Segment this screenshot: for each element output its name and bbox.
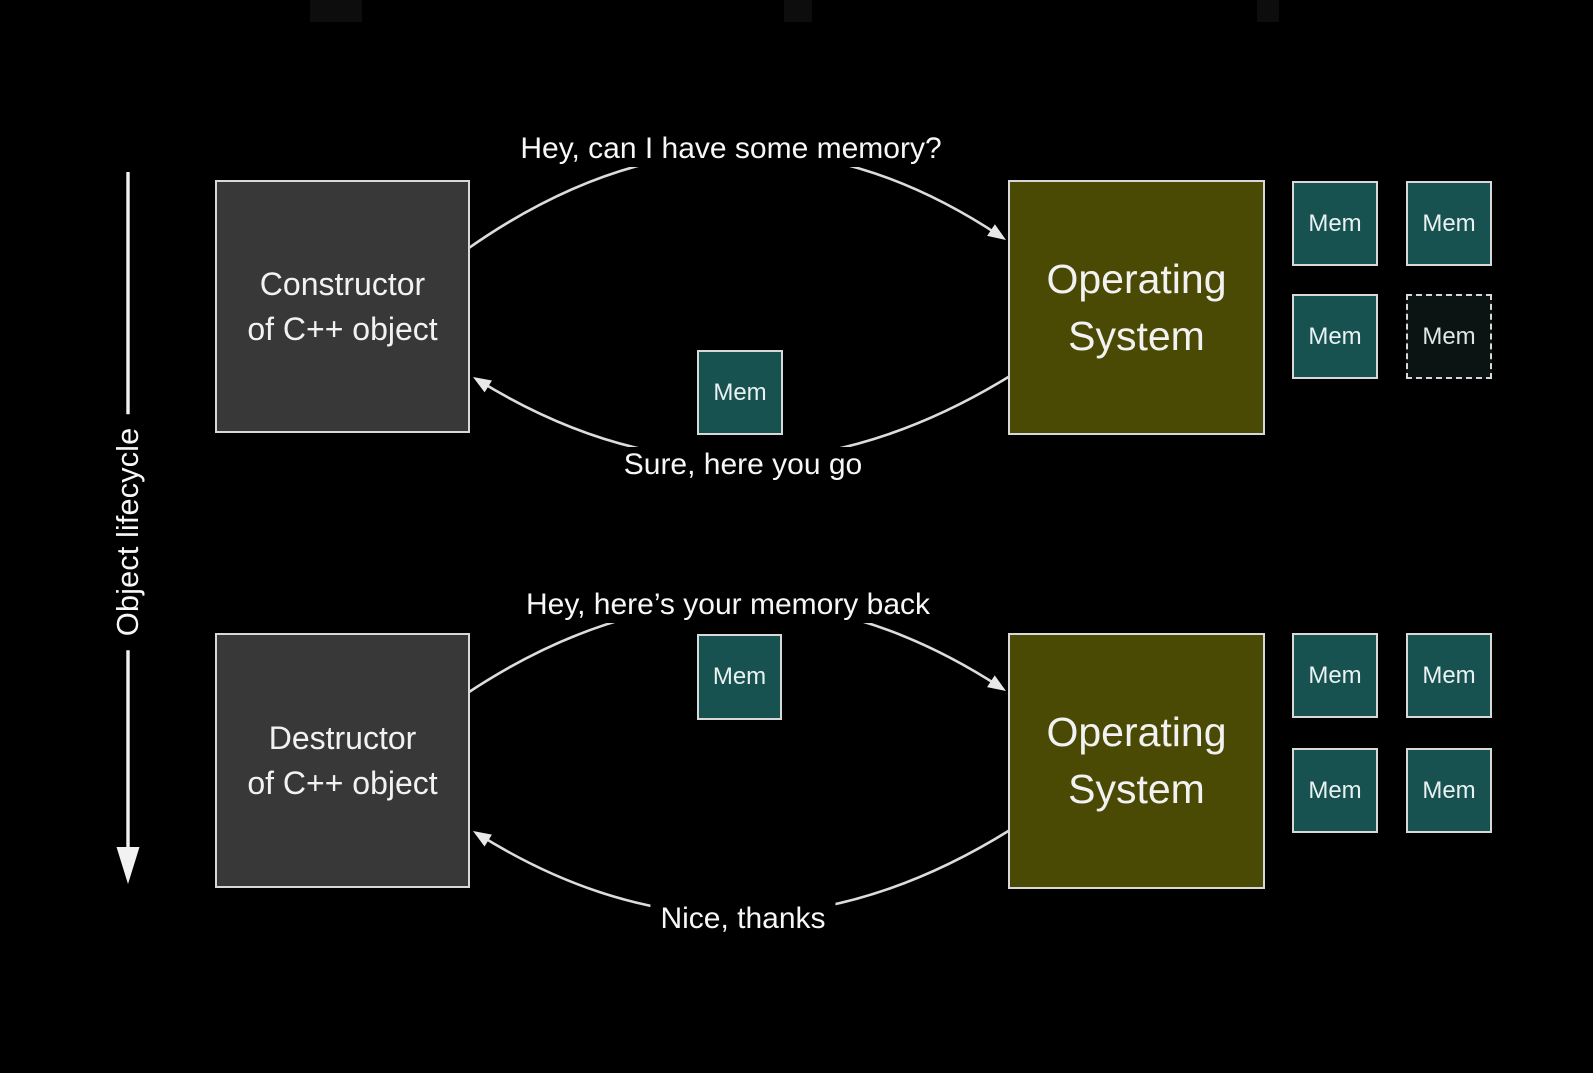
- mem-chip: Mem: [1292, 748, 1378, 833]
- thanks-arrowhead: [473, 831, 492, 847]
- top-edge-mark: [310, 0, 362, 22]
- mem-chip-label: Mem: [712, 663, 767, 690]
- mem-chip-transferred: Mem: [697, 350, 783, 435]
- mem-chip-label: Mem: [1308, 776, 1362, 804]
- mem-chip-label: Mem: [713, 378, 767, 406]
- grant-memory-label: Sure, here you go: [613, 447, 873, 483]
- top-edge-mark: [784, 0, 812, 22]
- mem-chip-label: Mem: [1422, 209, 1476, 237]
- os-bottom-label-line1: Operating: [1046, 709, 1227, 756]
- destructor-box: Destructor of C++ object: [215, 633, 470, 888]
- mem-chip-label: Mem: [1422, 661, 1476, 689]
- mem-chip-label: Mem: [1308, 661, 1362, 689]
- thanks-label: Nice, thanks: [650, 901, 836, 937]
- operating-system-box-top: Operating System: [1008, 180, 1265, 435]
- lifecycle-axis-label: Object lifecycle: [110, 413, 146, 651]
- destructor-label-line2: of C++ object: [247, 764, 438, 801]
- mem-chip-handed-out: Mem: [1406, 294, 1492, 379]
- return-memory-label: Hey, here’s your memory back: [515, 587, 941, 623]
- mem-chip: Mem: [1406, 748, 1492, 833]
- mem-chip: Mem: [1292, 633, 1378, 718]
- mem-chip: Mem: [1406, 181, 1492, 266]
- operating-system-box-bottom: Operating System: [1008, 633, 1265, 889]
- grant-arrowhead: [473, 377, 492, 393]
- constructor-label-line1: Constructor: [259, 266, 426, 303]
- return-arrowhead: [987, 675, 1006, 691]
- os-top-label-line1: Operating: [1046, 255, 1227, 302]
- mem-chip: Mem: [1292, 181, 1378, 266]
- mem-chip-label: Mem: [1422, 776, 1476, 804]
- mem-chip: Mem: [1292, 294, 1378, 379]
- destructor-label-line1: Destructor: [268, 720, 417, 757]
- os-bottom-label-line2: System: [1068, 766, 1205, 812]
- mem-chip-transferred: Mem: [697, 634, 782, 720]
- mem-chip-label: Mem: [1308, 322, 1362, 350]
- request-arrowhead: [987, 224, 1006, 240]
- os-top-label-line2: System: [1068, 312, 1205, 359]
- mem-chip: Mem: [1406, 633, 1492, 718]
- mem-chip-label: Mem: [1308, 209, 1362, 237]
- top-edge-mark: [1257, 0, 1279, 22]
- mem-chip-label: Mem: [1422, 322, 1476, 350]
- constructor-box: Constructor of C++ object: [215, 180, 470, 433]
- request-memory-label: Hey, can I have some memory?: [510, 131, 952, 167]
- constructor-label-line2: of C++ object: [247, 310, 438, 347]
